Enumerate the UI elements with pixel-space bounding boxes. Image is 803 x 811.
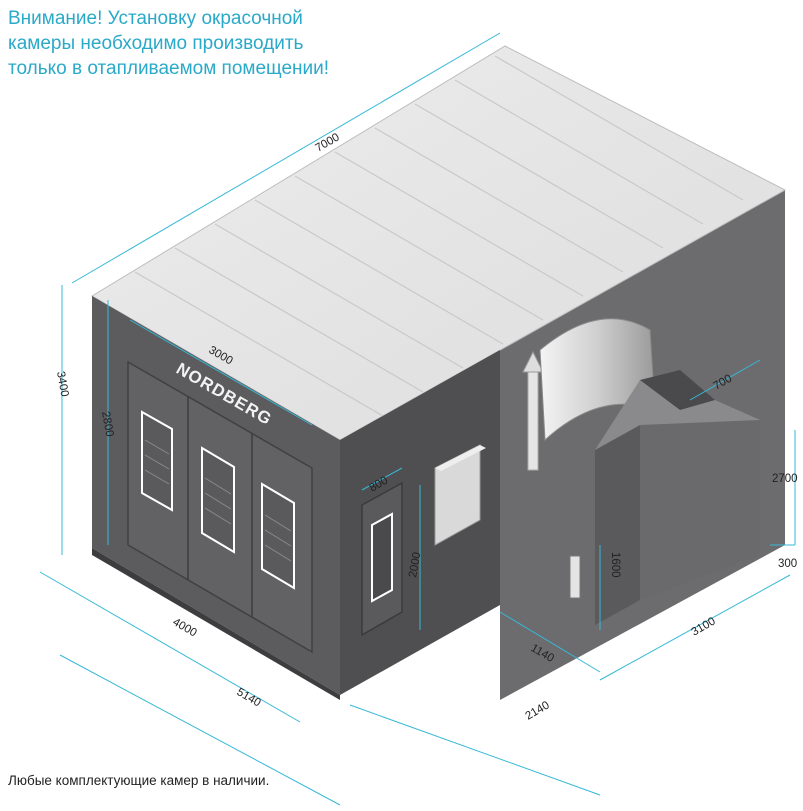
dim-unit-height-total: 2700 [772, 473, 798, 485]
warning-line-1: Внимание! Установку окрасочной [8, 8, 303, 29]
dim-front-total: 5140 [235, 686, 263, 709]
dim-height-outer: 3400 [54, 370, 70, 397]
ventilation-unit-front [640, 420, 760, 600]
door-window-grilles [144, 439, 292, 562]
dim-unit-length: 3100 [690, 615, 718, 638]
base-plinth [92, 548, 340, 700]
exhaust-pipe [527, 369, 539, 471]
unit-panel-handle [569, 555, 581, 599]
ventilation-unit-top [595, 380, 760, 450]
exhaust-arrow-icon [522, 350, 544, 373]
dim-height-door: 2800 [99, 410, 115, 437]
control-box [434, 444, 481, 546]
warning-line-2: камеры необходимо производить [8, 33, 304, 54]
dim-base-height: 300 [778, 558, 797, 570]
warning-line-3: только в отапливаемом помещении! [8, 58, 330, 79]
dim-side-door-height: 2000 [407, 551, 423, 578]
ventilation-unit-side [595, 425, 640, 625]
warning-text: Внимание! Установку окрасочной камеры не… [8, 6, 428, 81]
roof [91, 45, 787, 441]
ventilation-hood [640, 370, 715, 410]
roof-ridges [134, 55, 744, 417]
door-splits [187, 397, 253, 617]
dim-unit-height-mid: 1600 [609, 552, 621, 578]
side-door-window [371, 512, 393, 603]
door-windows [141, 410, 295, 590]
dim-unit-depth-2: 2140 [524, 699, 552, 722]
dimension-lines [39, 32, 796, 806]
footer-note: Любые комплектующие камер в наличии. [8, 773, 270, 788]
dim-front-depth: 4000 [171, 616, 199, 639]
